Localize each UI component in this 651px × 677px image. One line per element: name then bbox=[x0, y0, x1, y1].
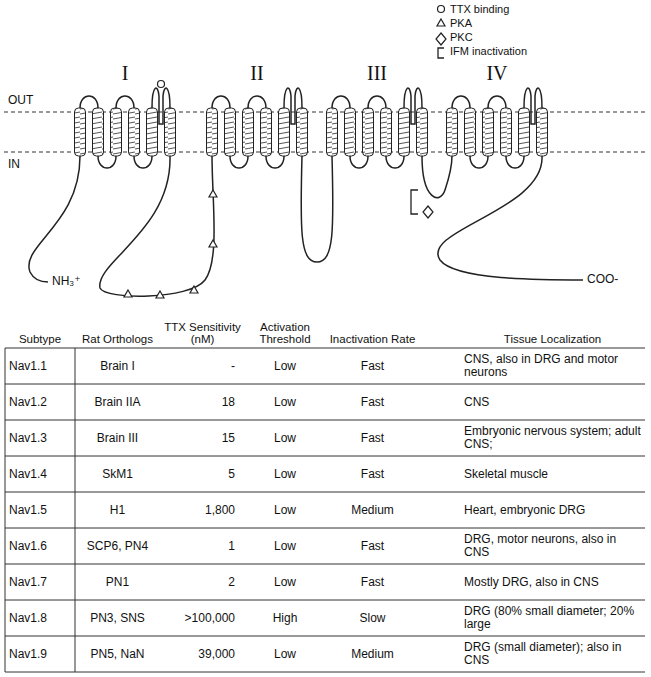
table-cell: Medium bbox=[325, 636, 420, 672]
table-cell: Brain IIA bbox=[75, 384, 160, 420]
table-cell: Brain I bbox=[75, 348, 160, 384]
table-cell: Low bbox=[245, 456, 325, 492]
table-header: Activation Threshold bbox=[245, 303, 325, 348]
table-cell: - bbox=[160, 348, 245, 384]
table-cell: Brain III bbox=[75, 420, 160, 456]
table-cell: High bbox=[245, 600, 325, 636]
table-cell: Fast bbox=[325, 456, 420, 492]
table-cell: 1 bbox=[160, 528, 245, 564]
table-cell: 39,000 bbox=[160, 636, 245, 672]
table-cell: DRG (small diameter); also in CNS bbox=[460, 636, 645, 672]
table-cell: Low bbox=[245, 528, 325, 564]
table-cell: Nav1.6 bbox=[5, 528, 75, 564]
table-cell: SCP6, PN4 bbox=[75, 528, 160, 564]
domain-label: II bbox=[237, 62, 277, 84]
table-cell: CNS bbox=[460, 384, 645, 420]
legend-text: TTX binding bbox=[450, 3, 509, 15]
table-cell: Fast bbox=[325, 348, 420, 384]
table-cell: Nav1.3 bbox=[5, 420, 75, 456]
table-cell: Heart, embryonic DRG bbox=[460, 492, 645, 528]
terminus-label: NH₃⁺ bbox=[52, 275, 81, 288]
table-cell: 15 bbox=[160, 420, 245, 456]
table-cell: Nav1.2 bbox=[5, 384, 75, 420]
table-cell: 18 bbox=[160, 384, 245, 420]
table-header: Tissue Localization bbox=[460, 303, 645, 348]
table-cell: PN1 bbox=[75, 564, 160, 600]
table-cell: Low bbox=[245, 564, 325, 600]
table-header: Inactivation Rate bbox=[325, 303, 420, 348]
table-cell: Fast bbox=[325, 528, 420, 564]
table-cell: Low bbox=[245, 636, 325, 672]
table-cell: 5 bbox=[160, 456, 245, 492]
table-header: TTX Sensitivity (nM) bbox=[160, 303, 245, 348]
table-header: Rat Orthologs bbox=[75, 303, 160, 348]
table-cell: Medium bbox=[325, 492, 420, 528]
table-cell: DRG (80% small diameter; 20% large bbox=[460, 600, 645, 636]
side-label: IN bbox=[8, 158, 20, 171]
legend-text: PKA bbox=[450, 17, 472, 29]
table-cell: Nav1.9 bbox=[5, 636, 75, 672]
legend-text: IFM inactivation bbox=[450, 45, 527, 57]
table-cell: Mostly DRG, also in CNS bbox=[460, 564, 645, 600]
table-cell: Nav1.8 bbox=[5, 600, 75, 636]
table-cell: >100,000 bbox=[160, 600, 245, 636]
table-cell: Skeletal muscle bbox=[460, 456, 645, 492]
table-cell: PN3, SNS bbox=[75, 600, 160, 636]
table-cell: DRG, motor neurons, also in CNS bbox=[460, 528, 645, 564]
table-cell: Embryonic nervous system; adult CNS; bbox=[460, 420, 645, 456]
table-cell: Low bbox=[245, 348, 325, 384]
domain-label: III bbox=[357, 62, 397, 84]
domain-label: IV bbox=[477, 62, 517, 84]
table-cell: Fast bbox=[325, 564, 420, 600]
table-cell: Nav1.1 bbox=[5, 348, 75, 384]
table-cell: Fast bbox=[325, 420, 420, 456]
domain-label: I bbox=[105, 62, 145, 84]
table-cell: 2 bbox=[160, 564, 245, 600]
legend-text: PKC bbox=[450, 31, 473, 43]
table-cell: CNS, also in DRG and motor neurons bbox=[460, 348, 645, 384]
side-label: OUT bbox=[8, 94, 33, 107]
table-cell: Slow bbox=[325, 600, 420, 636]
table-cell: PN5, NaN bbox=[75, 636, 160, 672]
table-cell: Low bbox=[245, 492, 325, 528]
table-header: Subtype bbox=[5, 303, 75, 348]
table-cell: Low bbox=[245, 384, 325, 420]
table-cell: Nav1.5 bbox=[5, 492, 75, 528]
table-cell: Fast bbox=[325, 384, 420, 420]
table-cell: Nav1.4 bbox=[5, 456, 75, 492]
table-cell: Low bbox=[245, 420, 325, 456]
table-cell: SkM1 bbox=[75, 456, 160, 492]
table-cell: Nav1.7 bbox=[5, 564, 75, 600]
table-cell: 1,800 bbox=[160, 492, 245, 528]
table-cell: H1 bbox=[75, 492, 160, 528]
terminus-label: COO- bbox=[587, 273, 618, 286]
